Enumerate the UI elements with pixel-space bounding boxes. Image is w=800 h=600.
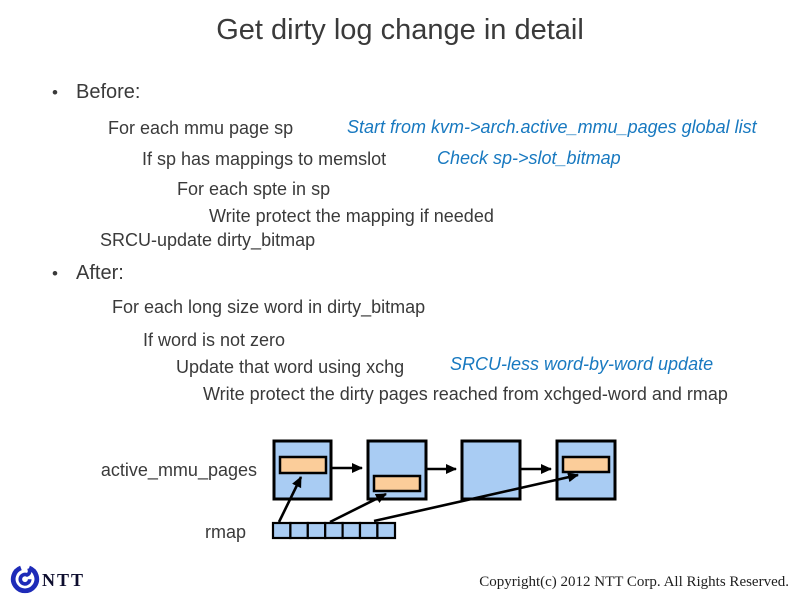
ntt-logo-text: NTT [42, 570, 86, 590]
copyright-text: Copyright(c) 2012 NTT Corp. All Rights R… [479, 574, 789, 590]
outline-item-before-3: For each spte in sp [177, 179, 331, 199]
section-before-label: Before: [76, 81, 141, 103]
rmap-cell [289, 521, 309, 540]
rmap-cell [271, 521, 292, 540]
ntt-logo-icon [10, 565, 40, 594]
section-after-label: After: [76, 262, 124, 284]
rmap-arrow-3 [373, 472, 579, 523]
bitmap-bar-1 [278, 455, 328, 475]
rmap-cell [324, 521, 344, 540]
outline-item-after-2: If word is not zero [143, 330, 286, 350]
outline-item-before-4: Write protect the mapping if needed [209, 206, 494, 226]
section-before: • Before: [52, 82, 140, 102]
outline-note-before-1: Start from kvm->arch.active_mmu_pages gl… [347, 117, 757, 137]
outline-item-before-1: For each mmu page sp [108, 118, 294, 138]
outline-item-before-5: SRCU-update dirty_bitmap [100, 230, 316, 250]
bullet-icon: • [52, 264, 58, 283]
rmap-strip [271, 521, 397, 540]
active-mmu-pages-label: active_mmu_pages [100, 460, 257, 480]
outline-item-after-3: Update that word using xchg [176, 357, 405, 377]
rmap-cell [376, 521, 397, 540]
bitmap-bar-4 [561, 455, 611, 474]
outline-item-before-2: If sp has mappings to memslot [142, 149, 387, 169]
rmap-arrow-2 [329, 492, 387, 524]
rmap-cell [306, 521, 327, 540]
bullet-icon: • [52, 83, 58, 102]
rmap-cell [341, 521, 362, 540]
rmap-cell [358, 521, 379, 540]
outline-note-after-3: SRCU-less word-by-word update [450, 354, 714, 374]
page-title: Get dirty log change in detail [216, 14, 584, 46]
outline-item-after-4: Write protect the dirty pages reached fr… [203, 384, 728, 404]
outline-note-before-2: Check sp->slot_bitmap [437, 148, 621, 168]
bitmap-bar-2 [372, 474, 422, 493]
rmap-label: rmap [205, 522, 247, 542]
outline-item-after-1: For each long size word in dirty_bitmap [112, 297, 426, 317]
mmu-pages-diagram [271, 439, 617, 540]
rmap-arrow-1 [277, 476, 303, 523]
section-after: • After: [52, 263, 124, 283]
